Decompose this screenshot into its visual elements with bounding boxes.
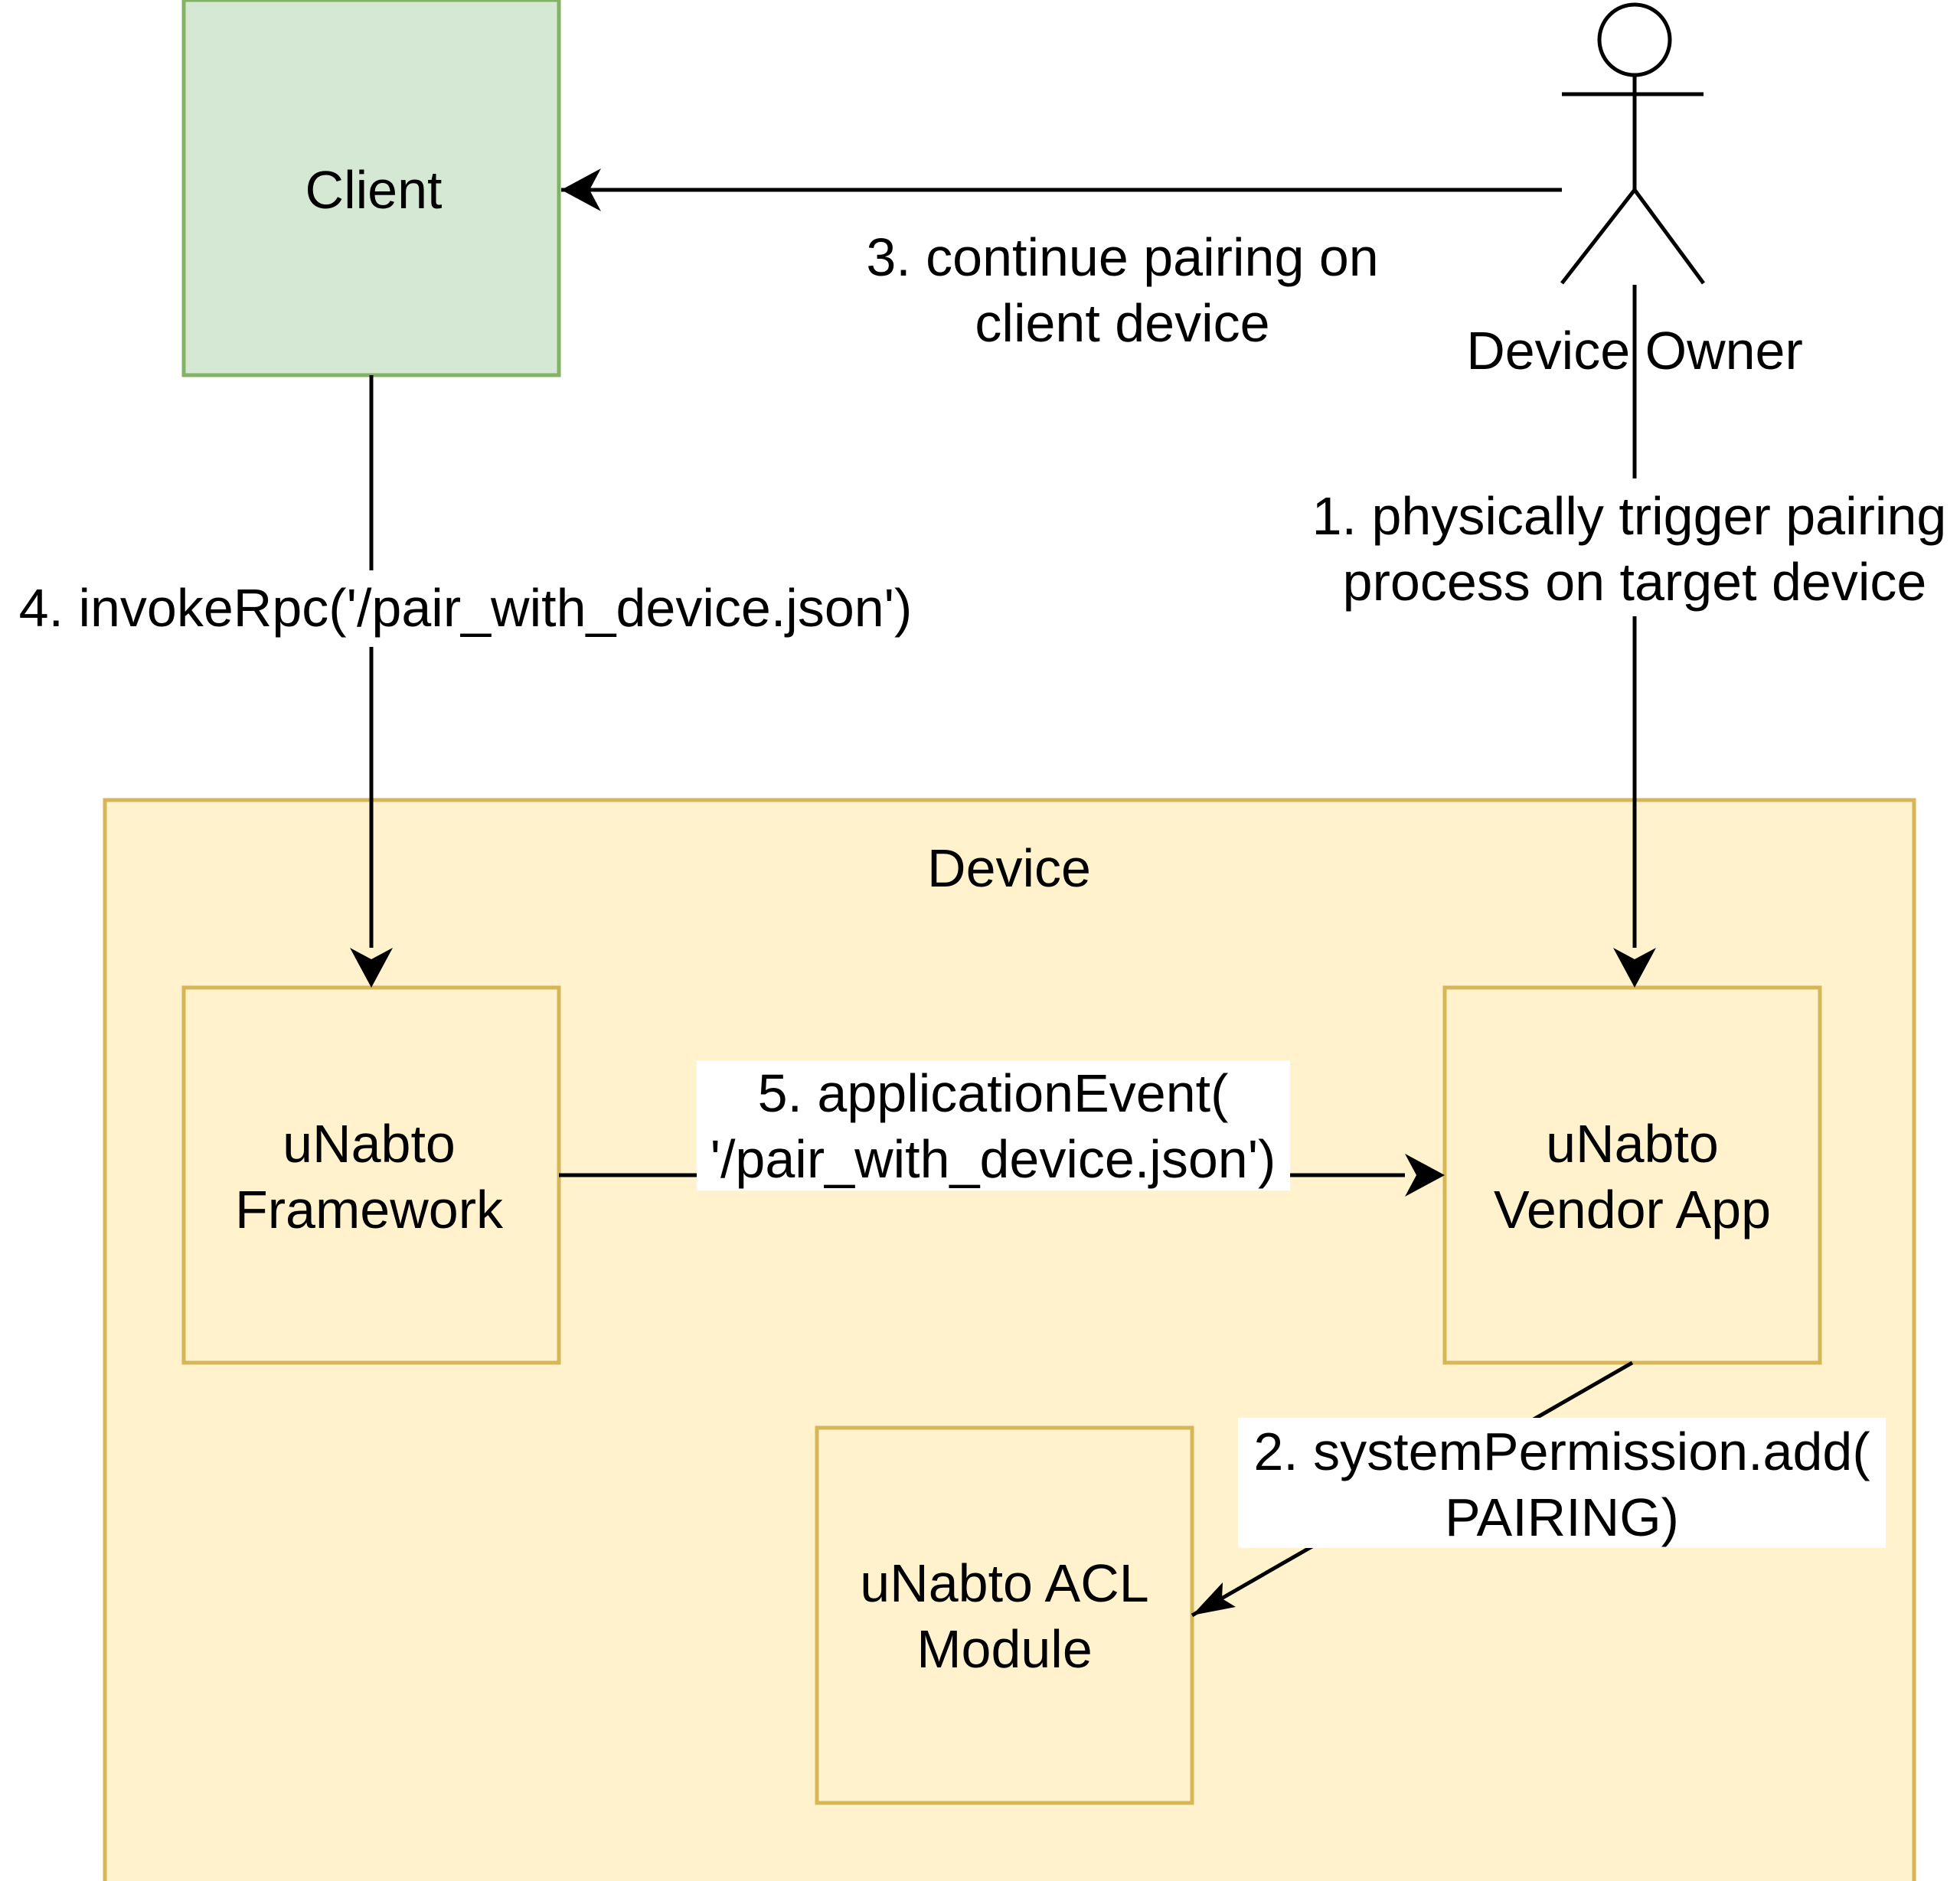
vendor-app-label-line1: uNabto — [1546, 1114, 1719, 1174]
edge-step5-label-bg — [697, 1060, 1290, 1190]
edge-step2-label-line1: 2. systemPermission.add( — [1253, 1422, 1870, 1481]
client-box[interactable] — [181, 0, 561, 377]
acl-module-label-line2: Module — [916, 1619, 1093, 1679]
acl-module-label-line1: uNabto ACL — [860, 1553, 1148, 1613]
edge-step3-label-line2: client device — [975, 293, 1269, 353]
edge-step3 — [561, 168, 1562, 211]
edge-step1 — [1613, 285, 1656, 988]
edge-step2-label-bg — [1238, 1418, 1886, 1548]
framework-label-line2: Framework — [235, 1180, 504, 1239]
framework-label-line1: uNabto — [283, 1114, 456, 1174]
edge-step5-label-line1: 5. applicationEvent( — [758, 1063, 1229, 1123]
edge-step5-label-line2: '/pair_with_device.json') — [710, 1129, 1276, 1189]
edge-step4-label: 4. invokeRpc('/pair_with_device.json') — [19, 578, 913, 638]
edge-step2-label-line2: PAIRING) — [1445, 1487, 1679, 1547]
framework-box[interactable] — [181, 985, 561, 1365]
vendor-app-label-line2: Vendor App — [1494, 1180, 1771, 1239]
edge-step1-label-line2: process on target device — [1343, 552, 1927, 612]
edge-step1-label-line1: 1. physically trigger pairing — [1312, 486, 1947, 546]
vendor-app-box[interactable] — [1442, 985, 1822, 1365]
device-label: Device — [927, 838, 1091, 898]
device-owner-actor-icon[interactable] — [1560, 2, 1706, 285]
client-label: Client — [305, 160, 443, 220]
edge-step3-label-line1: 3. continue pairing on — [866, 227, 1378, 287]
edge-step4 — [350, 375, 393, 988]
acl-module-box[interactable] — [815, 1425, 1194, 1805]
